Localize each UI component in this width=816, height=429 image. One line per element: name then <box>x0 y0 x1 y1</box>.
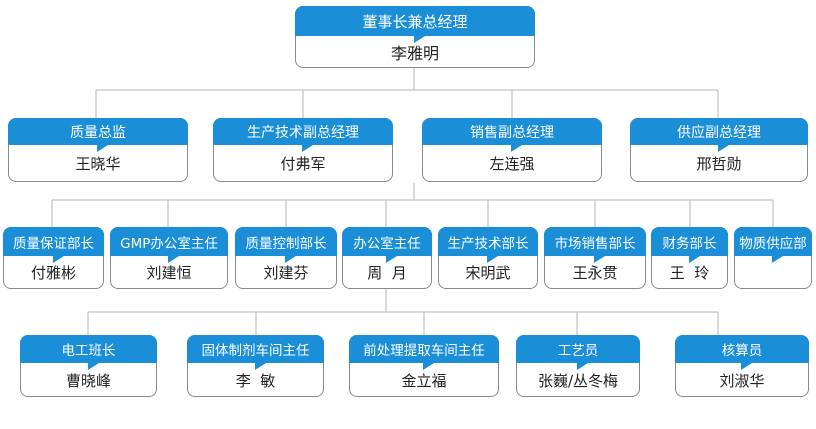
vice-node-production: 生产技术副总经理 付弗军 <box>213 118 393 182</box>
dept-title: 质量保证部长 <box>3 227 104 263</box>
dept-name: 宋明武 <box>465 264 511 282</box>
dept-node: 质量控制部长 刘建芬 <box>235 227 337 289</box>
vice-name: 付弗军 <box>280 155 326 173</box>
vice-name: 左连强 <box>489 155 535 173</box>
workshop-title: 核算员 <box>675 335 809 370</box>
dept-node: 办公室主任 周 月 <box>342 227 432 289</box>
dept-name: 刘建芬 <box>263 264 309 282</box>
workshop-title: 工艺员 <box>516 335 640 370</box>
vice-node-quality: 质量总监 王晓华 <box>8 118 188 182</box>
dept-name: 周 月 <box>367 264 407 282</box>
workshop-node: 核算员 刘淑华 <box>675 335 809 397</box>
dept-title: 生产技术部长 <box>438 227 538 263</box>
chairman-node: 董事长兼总经理 李雅明 <box>295 6 535 68</box>
dept-name: 王 玲 <box>669 264 710 282</box>
dept-title: 物质供应部 <box>734 227 812 263</box>
vice-title: 销售副总经理 <box>422 118 602 152</box>
dept-node: GMP办公室主任 刘建恒 <box>110 227 228 289</box>
chairman-title: 董事长兼总经理 <box>295 6 535 43</box>
vice-node-supply: 供应副总经理 邢哲勋 <box>630 118 808 182</box>
workshop-name: 张巍/丛冬梅 <box>537 371 619 390</box>
vice-title: 生产技术副总经理 <box>213 118 393 152</box>
vice-node-sales: 销售副总经理 左连强 <box>422 118 602 182</box>
vice-name: 邢哲勋 <box>696 155 742 173</box>
workshop-node: 电工班长 曹晓峰 <box>20 335 157 397</box>
workshop-name: 李 敏 <box>235 371 276 390</box>
dept-node: 质量保证部长 付雅彬 <box>3 227 104 289</box>
dept-name: 付雅彬 <box>30 264 76 282</box>
dept-title: 质量控制部长 <box>235 227 337 263</box>
dept-title: 市场销售部长 <box>544 227 646 263</box>
dept-title: 财务部长 <box>651 227 728 263</box>
dept-name <box>735 257 811 288</box>
workshop-node: 固体制剂车间主任 李 敏 <box>187 335 324 397</box>
dept-node: 物质供应部 <box>734 227 812 289</box>
workshop-name: 刘淑华 <box>719 371 765 390</box>
workshop-node: 工艺员 张巍/丛冬梅 <box>516 335 640 397</box>
workshop-title: 电工班长 <box>20 335 157 370</box>
workshop-name: 金立福 <box>401 371 447 390</box>
vice-title: 供应副总经理 <box>630 118 808 152</box>
dept-node: 生产技术部长 宋明武 <box>438 227 538 289</box>
workshop-title: 前处理提取车间主任 <box>349 335 499 370</box>
dept-name: 王永贯 <box>572 264 618 282</box>
workshop-node: 前处理提取车间主任 金立福 <box>349 335 499 397</box>
dept-node: 财务部长 王 玲 <box>651 227 728 289</box>
chairman-name: 李雅明 <box>390 44 439 63</box>
workshop-name: 曹晓峰 <box>65 371 111 390</box>
dept-name: 刘建恒 <box>146 264 192 282</box>
vice-name: 王晓华 <box>75 155 121 173</box>
workshop-title: 固体制剂车间主任 <box>187 335 324 370</box>
dept-node: 市场销售部长 王永贯 <box>544 227 646 289</box>
dept-title: 办公室主任 <box>342 227 432 263</box>
vice-title: 质量总监 <box>8 118 188 152</box>
dept-title: GMP办公室主任 <box>110 227 228 263</box>
